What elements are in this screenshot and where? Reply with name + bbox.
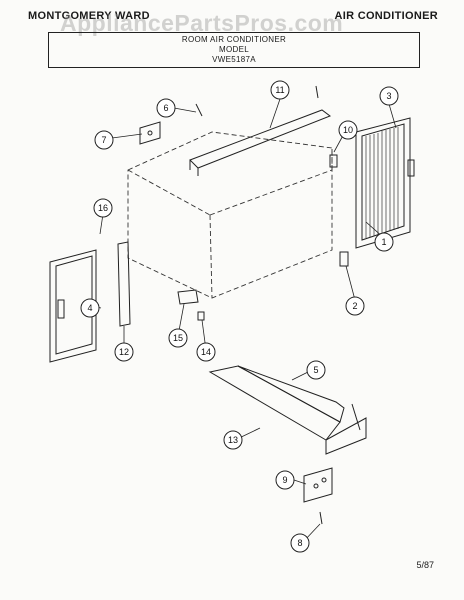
svg-text:5: 5 <box>313 365 318 375</box>
part-8-screw <box>319 511 323 525</box>
callout-6: 6 <box>156 98 176 118</box>
model-title-box: ROOM AIR CONDITIONER MODEL VWE5187A <box>48 32 420 68</box>
callout-14: 14 <box>196 342 216 362</box>
svg-text:10: 10 <box>343 125 353 135</box>
svg-text:9: 9 <box>282 475 287 485</box>
part-9-bracket <box>303 467 333 503</box>
svg-text:16: 16 <box>98 203 108 213</box>
part-15-drain-fitting <box>177 289 199 305</box>
svg-text:11: 11 <box>275 85 284 95</box>
callout-4: 4 <box>80 298 100 318</box>
svg-text:15: 15 <box>173 333 183 343</box>
callout-7: 7 <box>94 130 114 150</box>
callout-1: 1 <box>374 232 394 252</box>
svg-text:4: 4 <box>87 303 92 313</box>
callout-13: 13 <box>223 430 243 450</box>
part-3-front-grille <box>355 117 415 249</box>
svg-text:1: 1 <box>381 237 386 247</box>
svg-text:8: 8 <box>297 538 302 548</box>
product-type: AIR CONDITIONER <box>334 10 438 22</box>
part-10-bracket <box>329 154 338 168</box>
model-number: VWE5187A <box>212 55 256 64</box>
part-4-side-panel <box>49 249 97 363</box>
callout-15: 15 <box>168 328 188 348</box>
cabinet-outline <box>127 131 333 299</box>
svg-text:2: 2 <box>352 301 357 311</box>
watermark: AppliancePartsPros.com <box>60 10 344 36</box>
svg-text:3: 3 <box>386 91 391 101</box>
callout-3: 3 <box>379 86 399 106</box>
part-12-side-strip <box>117 241 131 327</box>
callout-10: 10 <box>338 120 358 140</box>
part-2-clip <box>339 251 349 267</box>
svg-text:14: 14 <box>201 347 211 357</box>
title-line-1: ROOM AIR CONDITIONER <box>181 35 287 44</box>
screw-top <box>315 85 319 99</box>
part-14-screw <box>197 311 205 321</box>
callout-8: 8 <box>290 533 310 553</box>
callout-9: 9 <box>275 470 295 490</box>
title-line-2: MODEL <box>219 45 249 54</box>
callout-12: 12 <box>114 342 134 362</box>
part-7-bracket <box>139 121 161 145</box>
part-5-support-rail <box>208 365 367 455</box>
brand-name: MONTGOMERY WARD <box>28 10 150 22</box>
svg-text:6: 6 <box>163 103 168 113</box>
callout-16: 16 <box>93 198 113 218</box>
svg-text:13: 13 <box>228 435 238 445</box>
svg-text:12: 12 <box>119 347 129 357</box>
callout-11: 11 <box>270 80 290 100</box>
page-code: 5/87 <box>416 560 434 570</box>
part-6-screw <box>195 103 203 117</box>
part-11-top-rail <box>189 109 332 176</box>
svg-text:7: 7 <box>101 135 106 145</box>
callout-5: 5 <box>306 360 326 380</box>
callout-2: 2 <box>345 296 365 316</box>
